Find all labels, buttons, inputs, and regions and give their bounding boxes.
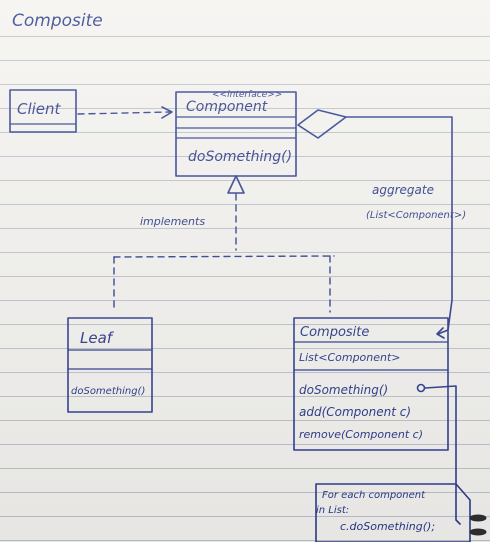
aggregation-line <box>345 116 453 335</box>
note-line-3: c.doSomething(); <box>340 520 435 533</box>
composite-name: Composite <box>300 325 369 340</box>
composite-class: Composite List<Component> doSomething() … <box>293 317 449 451</box>
component-method-0: doSomething() <box>188 149 292 165</box>
aggregate-label: aggregate <box>372 183 434 197</box>
client-name: Client <box>17 100 62 118</box>
aggregation-relationship: aggregate (List<Component>) <box>297 109 466 339</box>
leaf-name: Leaf <box>80 329 115 347</box>
notebook-rings <box>469 514 487 536</box>
leaf-box <box>67 317 153 413</box>
implements-relationship: implements <box>113 175 335 313</box>
aggregate-detail: (List<Component>) <box>366 210 466 221</box>
implementation-note: For each component in List: c.doSomethin… <box>315 483 471 542</box>
composite-box <box>293 317 449 451</box>
note-box <box>315 483 471 542</box>
leaf-class: Leaf doSomething() <box>67 317 153 413</box>
client-class: Client <box>9 89 77 133</box>
composite-method-2: remove(Component c) <box>299 428 423 441</box>
note-connector <box>416 383 461 525</box>
implements-label: implements <box>140 215 205 228</box>
composite-method-1: add(Component c) <box>299 405 411 419</box>
leaf-method-0: doSomething() <box>71 386 145 397</box>
note-line-1: For each component <box>322 490 426 501</box>
client-box <box>9 89 77 133</box>
composite-attribute-0: List<Component> <box>299 351 401 364</box>
composite-method-0: doSomething() <box>299 383 388 397</box>
aggregation-diamond <box>297 109 347 139</box>
note-line-2: in List: <box>316 505 349 516</box>
component-name: Component <box>186 99 268 115</box>
client-uses-component-arrow <box>77 106 173 119</box>
realization-triangle <box>227 175 245 194</box>
component-interface: <<interface>> Component doSomething() <box>175 90 297 177</box>
component-stereotype: <<interface>> <box>212 90 282 100</box>
diagram-title: Composite <box>12 11 103 31</box>
